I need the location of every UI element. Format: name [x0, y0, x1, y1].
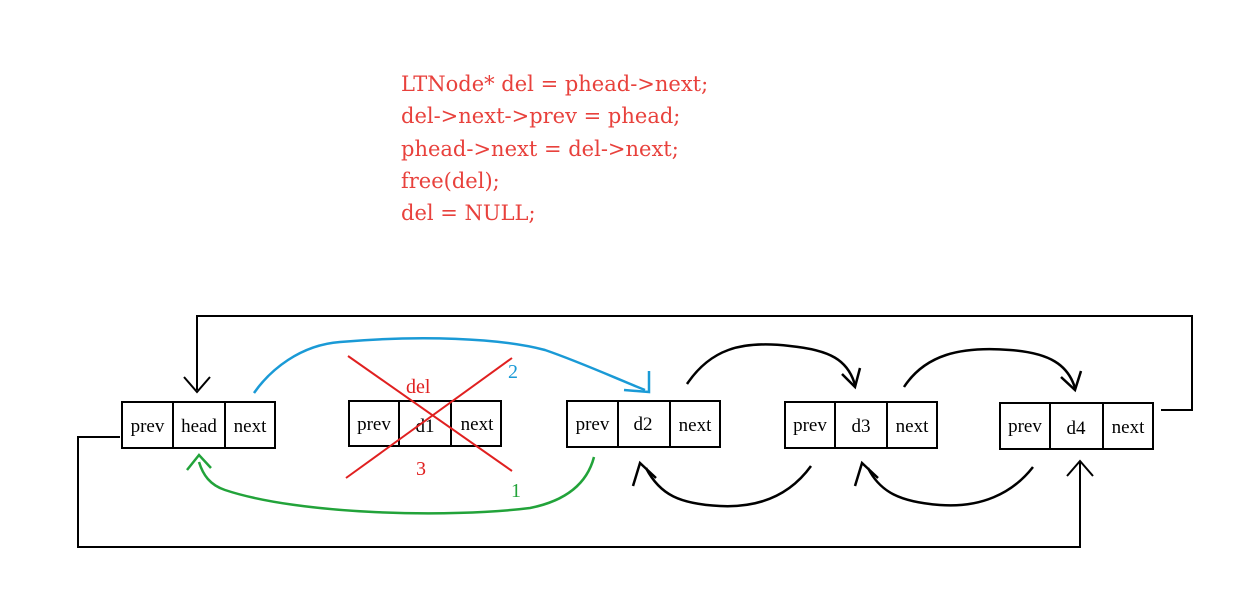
step-2-arrow: [252, 337, 651, 394]
node-d2-next-label: next: [679, 415, 712, 436]
code-line-4: free(del);: [401, 169, 500, 193]
outer-link-head-to-tail: [77, 436, 1094, 548]
node-d1-data-label: d1: [416, 416, 435, 437]
node-d4-prev-label: prev: [1008, 416, 1042, 437]
node-d3-prev-label: prev: [793, 415, 827, 436]
code-line-1: LTNode* del = phead->next;: [401, 72, 708, 96]
node-head-next-label: next: [234, 416, 267, 437]
node-d4-data-label: d4: [1067, 418, 1087, 439]
code-line-2: del->next->prev = phead;: [401, 104, 680, 128]
code-line-5: del = NULL;: [401, 201, 536, 225]
step-1-arrow: [186, 453, 596, 515]
node-d3-data-label: d3: [852, 416, 871, 437]
outer-link-tail-to-head: [183, 315, 1193, 411]
step-3-label: 3: [416, 458, 426, 480]
node-head-prev-label: prev: [131, 416, 165, 437]
node-d3-next-label: next: [896, 416, 929, 437]
deletion-cross: [345, 355, 513, 479]
node-d1-prev-label: prev: [357, 414, 391, 435]
link-d2-to-d3: [685, 343, 862, 390]
link-d3-to-d4: [902, 347, 1083, 393]
node-d3: [784, 401, 938, 449]
node-d2-prev-label: prev: [576, 414, 610, 435]
del-label: del: [406, 376, 431, 398]
node-head-data-label: head: [181, 416, 217, 437]
node-d4-next-label: next: [1112, 417, 1145, 438]
node-d4: [999, 402, 1154, 450]
link-d4-to-d3: [853, 460, 1034, 507]
node-head: [121, 401, 276, 449]
code-line-3: phead->next = del->next;: [401, 137, 679, 161]
step-1-label: 1: [511, 480, 521, 502]
code-block: LTNode* del = phead->next; del->next->pr…: [401, 72, 708, 225]
link-d3-to-d2: [631, 460, 813, 508]
node-d1-next-label: next: [461, 414, 494, 435]
node-d2-data-label: d2: [634, 414, 653, 435]
step-2-label: 2: [508, 361, 518, 383]
node-d2: [566, 400, 721, 448]
